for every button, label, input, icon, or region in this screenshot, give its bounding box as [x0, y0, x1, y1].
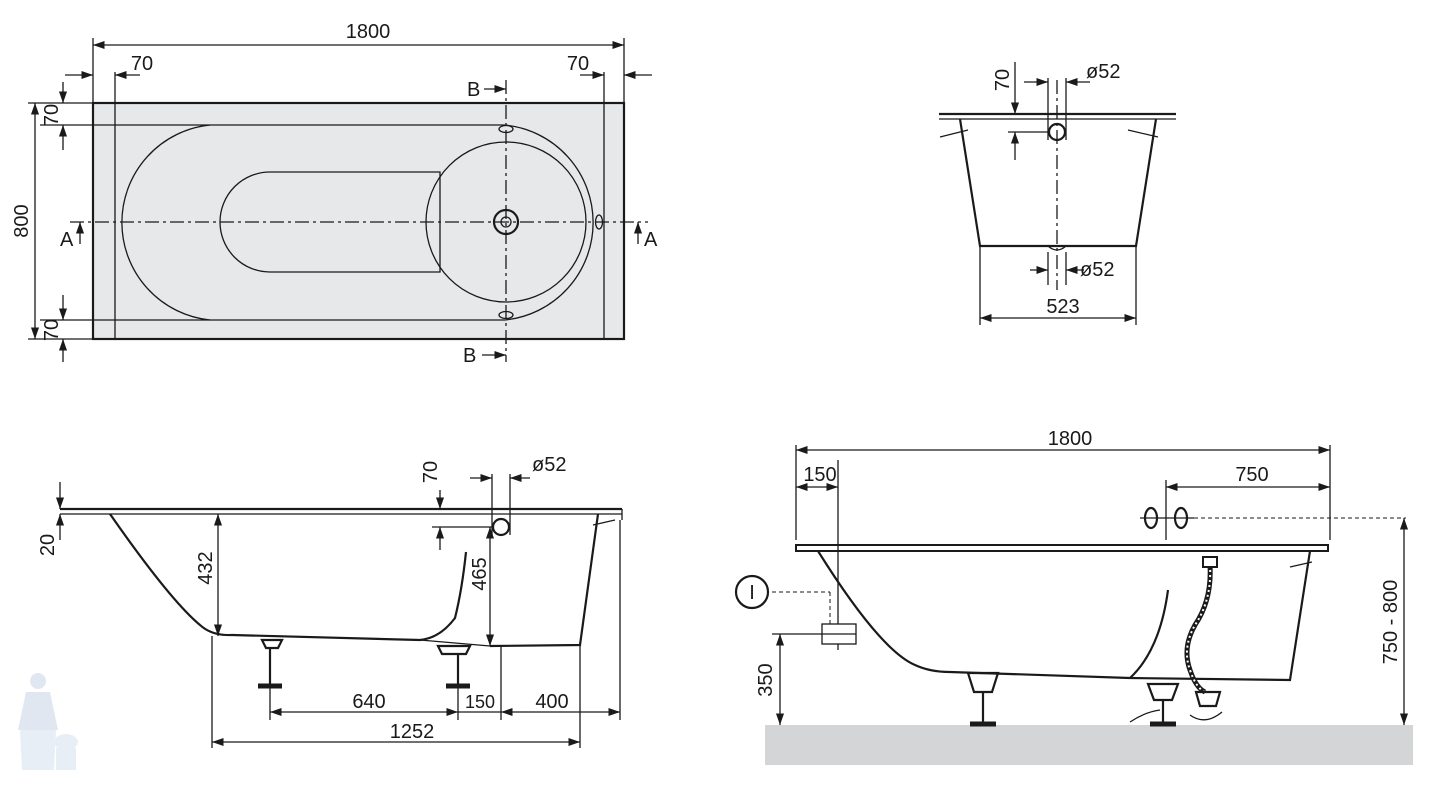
cross-drain-diameter-label: ø52 — [1080, 259, 1114, 281]
install-left-offset-label: 150 — [803, 464, 836, 486]
side-feet-spacing-label: 640 — [352, 691, 385, 713]
install-length-label: 1800 — [1048, 428, 1093, 450]
install-support-height-label: 350 — [755, 663, 777, 696]
top-margin-top-label: 70 — [41, 104, 63, 126]
side-rim-label: 20 — [37, 534, 59, 556]
overflow-icon — [491, 517, 511, 537]
side-foot-offset-label: 150 — [465, 692, 495, 712]
install-view: I 350 1800 150 — [734, 428, 1413, 765]
cross-bottom-width-label: 523 — [1046, 296, 1079, 318]
basin-outline — [121, 124, 594, 321]
install-overflow-position-label: 750 — [1235, 464, 1268, 486]
basin-bottom — [219, 171, 441, 273]
section-a-left: A — [60, 229, 74, 251]
watermark — [1418, 670, 1434, 770]
plumber-logo-icon — [18, 673, 78, 770]
install-rim-height-label: 750 - 800 — [1380, 580, 1402, 665]
top-margin-bottom-label: 70 — [41, 319, 63, 341]
top-margin-left-label: 70 — [131, 53, 153, 75]
top-margin-right-label: 70 — [567, 53, 589, 75]
section-b-bottom: B — [463, 345, 476, 367]
foot-right-icon — [436, 644, 472, 689]
drain-trap-icon — [1194, 690, 1222, 708]
side-section-view: ø52 70 20 432 465 640 150 400 1252 — [37, 454, 623, 748]
section-a-right: A — [644, 229, 658, 251]
side-drain-height-label: 465 — [469, 557, 491, 590]
drain-hose — [1184, 564, 1213, 695]
callout-icon — [734, 574, 770, 610]
top-length-label: 1800 — [346, 21, 391, 43]
foot-left-icon — [258, 638, 284, 689]
top-view: 1800 70 70 800 70 70 A A B B — [11, 21, 658, 367]
section-b-top: B — [467, 79, 480, 101]
cross-overflow-diameter-label: ø52 — [1086, 61, 1120, 83]
side-overflow-offset-label: 70 — [420, 461, 442, 483]
side-inner-depth-label: 432 — [195, 551, 217, 584]
install-foot-right-icon — [1146, 682, 1180, 727]
install-foot-left-icon — [966, 671, 1000, 727]
top-view-outline — [91, 101, 626, 341]
cross-section-view: 70 ø52 ø52 523 — [939, 61, 1176, 325]
floor — [765, 725, 1413, 765]
top-width-label: 800 — [11, 204, 33, 237]
side-overflow-diameter-label: ø52 — [532, 454, 566, 476]
side-end-offset-label: 400 — [535, 691, 568, 713]
cross-overflow-offset-label: 70 — [992, 69, 1014, 91]
side-bottom-length-label: 1252 — [390, 721, 435, 743]
callout-label: I — [749, 582, 755, 604]
